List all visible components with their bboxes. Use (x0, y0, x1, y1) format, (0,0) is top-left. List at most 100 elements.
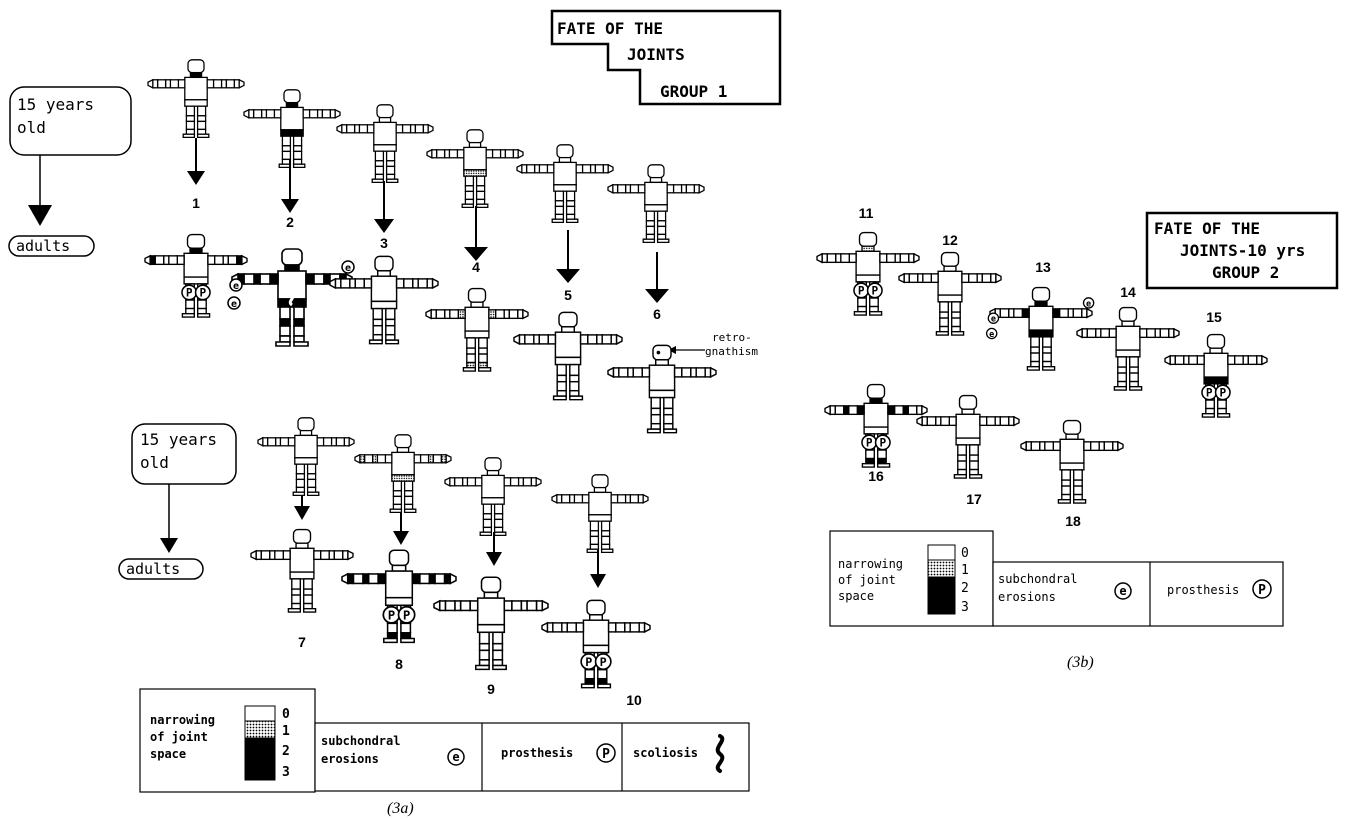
patient-2-before (244, 90, 340, 168)
patient-3-before (337, 105, 433, 183)
patient-9-before (445, 458, 541, 536)
svg-text:P: P (1219, 387, 1226, 400)
patient-18-label: 18 (1065, 513, 1081, 529)
patient-5-label: 5 (564, 287, 572, 303)
svg-text:P: P (866, 437, 873, 450)
timeline-a: 15 years old adults (9, 87, 131, 256)
patient-4-label: 4 (472, 259, 480, 275)
patient-13-label: 13 (1035, 259, 1051, 275)
patient-1-arrow (187, 138, 205, 185)
patient-10-arrow (590, 550, 606, 588)
patient-18-figure (1021, 421, 1123, 503)
legend-b-narrowing-line2: of joint (838, 573, 896, 587)
legend-b-grade-2: 2 (961, 581, 969, 596)
legend-a-grade-3: 3 (282, 765, 290, 780)
patient-12-figure (899, 253, 1001, 335)
title-group2-line1: FATE OF THE (1154, 219, 1260, 238)
legend-b-erosions-line1: subchondral (998, 572, 1077, 586)
legend-b-grade-1: 1 (961, 563, 969, 578)
patient-1-label: 1 (192, 195, 200, 211)
patient-13-figure: eee (987, 288, 1094, 370)
legend-b-erosions-line2: erosions (998, 590, 1056, 604)
legend-a-prosthesis-label: prosthesis (501, 746, 573, 760)
timeline-a-end: adults (16, 237, 70, 255)
legend-a-grade-0: 0 (282, 707, 290, 722)
patient-6-arrow (645, 252, 669, 303)
patient-10-label: 10 (626, 692, 642, 708)
legend-a-narrowing-line1: narrowing (150, 713, 215, 727)
patient-4-after (426, 289, 528, 371)
legend-b-narrowing-line3: space (838, 589, 874, 603)
svg-text:P: P (186, 287, 193, 300)
legend-a-erosion-symbol: e (448, 749, 464, 765)
svg-text:P: P (602, 747, 610, 762)
title-box-group2: FATE OF THE JOINTS-10 yrs GROUP 2 (1147, 213, 1337, 288)
patient-17-label: 17 (966, 491, 982, 507)
svg-text:P: P (600, 655, 607, 669)
patient-7-arrow (294, 495, 310, 520)
svg-text:e: e (452, 750, 459, 764)
legend-a-narrowing-line3: space (150, 747, 186, 761)
caption-3b: (3b) (1067, 654, 1094, 671)
legend-b-prosthesis-label: prosthesis (1167, 583, 1239, 597)
patient-6-before (608, 165, 704, 243)
legend-a-grade-2: 2 (282, 744, 290, 759)
svg-text:e: e (345, 263, 351, 274)
patient-2-label: 2 (286, 214, 294, 230)
legend-a-prosthesis-symbol: P (597, 744, 615, 762)
timeline-b-start-line1: 15 years (140, 430, 217, 449)
patient-3-arrow (374, 181, 394, 233)
patient-7-before (258, 418, 354, 496)
patient-6-label: 6 (653, 306, 661, 322)
legend-a-erosions-line1: subchondral (321, 734, 400, 748)
patient-3-label: 3 (380, 235, 388, 251)
patient-5-after (514, 312, 622, 399)
timeline-b: 15 years old adults (119, 424, 236, 579)
patient-4-before (427, 130, 523, 208)
legend-a-scoliosis-label: scoliosis (633, 746, 698, 760)
svg-text:e: e (1086, 299, 1091, 309)
svg-text:e: e (991, 315, 996, 325)
patient-14-label: 14 (1120, 284, 1136, 300)
patient-10-before (552, 475, 648, 553)
patient-16-label: 16 (868, 468, 884, 484)
legend-b-prosthesis-symbol: P (1253, 580, 1271, 598)
patient-17-figure (917, 396, 1019, 478)
svg-text:P: P (1258, 583, 1266, 598)
patient-12-label: 12 (942, 232, 958, 248)
retro-label-line2: gnathism (705, 345, 758, 358)
patient-8-before (355, 435, 451, 513)
timeline-a-start-line1: 15 years (17, 95, 94, 114)
patient-7-label: 7 (298, 634, 306, 650)
svg-text:P: P (1206, 387, 1213, 400)
retro-label-line1: retro- (712, 331, 752, 344)
patient-9-after (434, 577, 548, 669)
svg-text:e: e (231, 299, 237, 310)
patient-5-before (517, 145, 613, 223)
patient-8-arrow (393, 513, 409, 545)
patient-9-label: 9 (487, 681, 495, 697)
legend-b: narrowing of joint space 0 1 2 3 subchon… (830, 531, 1283, 626)
patient-7-after (251, 530, 353, 612)
title-group2-line3: GROUP 2 (1212, 263, 1279, 282)
legend-a-grade-1: 1 (282, 724, 290, 739)
retrognathism-annotation: retro- gnathism (668, 331, 758, 358)
svg-text:P: P (388, 609, 395, 623)
svg-text:e: e (989, 330, 994, 340)
legend-b-narrowing-line1: narrowing (838, 557, 903, 571)
patient-2-after: eee (228, 249, 354, 346)
svg-text:e: e (233, 281, 239, 292)
timeline-a-start-line2: old (17, 118, 46, 137)
svg-text:P: P (879, 437, 886, 450)
patient-5-arrow (556, 230, 580, 283)
caption-3a: (3a) (387, 800, 414, 817)
patient-14-figure (1077, 308, 1179, 390)
svg-text:e: e (1119, 584, 1126, 598)
svg-text:P: P (858, 285, 865, 298)
